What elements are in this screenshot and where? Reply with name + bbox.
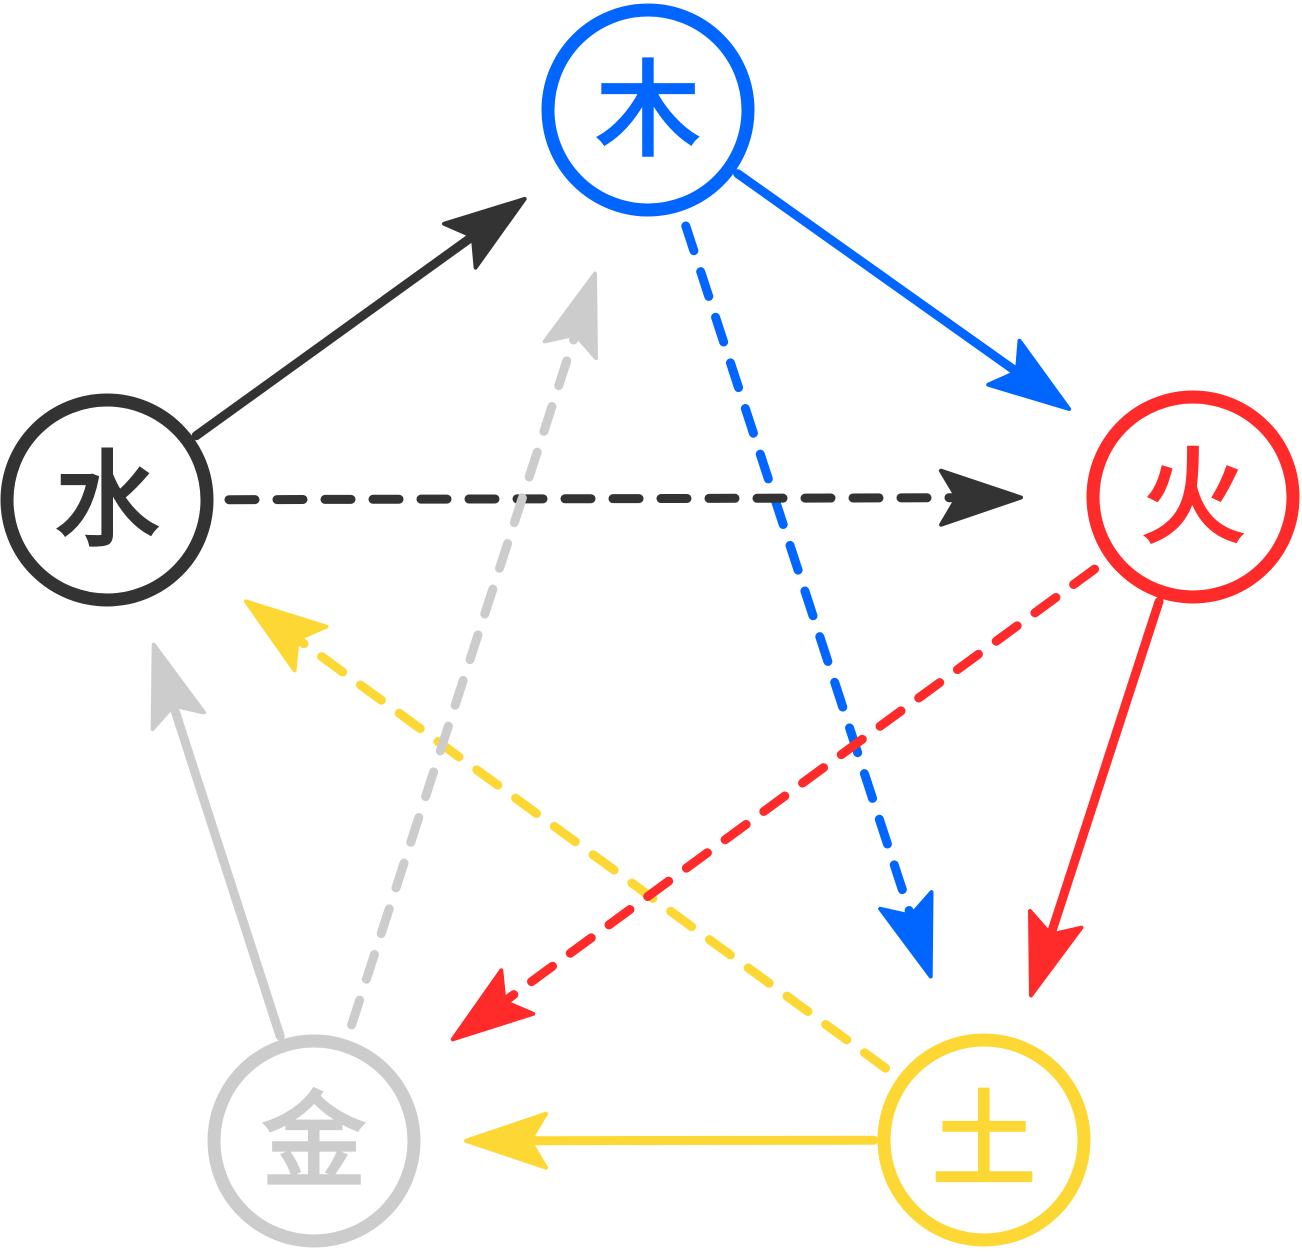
node-metal-glyph: 金 [261, 1080, 367, 1203]
node-wood-ring [541, 3, 755, 217]
edges-layer [150, 169, 1164, 1170]
arrow-metal-wood-shaft [347, 330, 580, 1030]
arrow-wood-fire-head [986, 338, 1072, 411]
arrow-metal-wood-head [542, 271, 598, 361]
arrow-metal-water-head [150, 642, 206, 732]
arrow-fire-earth [1028, 597, 1164, 998]
arrow-metal-water-shaft [168, 701, 285, 1041]
arrow-water-wood-shaft [191, 231, 478, 441]
arrow-wood-earth-shaft [681, 221, 916, 921]
arrow-fire-metal-shaft [499, 564, 1100, 1006]
node-wood: 木 [541, 3, 755, 217]
arrow-metal-water [150, 642, 285, 1041]
node-fire-ring [1086, 390, 1300, 604]
arrow-wood-fire [733, 169, 1072, 411]
arrow-wood-earth [681, 221, 934, 979]
arrow-wood-fire-shaft [733, 169, 1022, 377]
arrow-fire-earth-head [1028, 909, 1084, 998]
arrow-earth-metal [464, 1111, 879, 1170]
node-metal: 金 [207, 1034, 421, 1248]
node-water: 水 [0, 393, 214, 607]
arrow-earth-water-head [243, 599, 329, 673]
arrow-earth-metal-shaft [525, 1135, 879, 1146]
arrow-earth-water [243, 599, 890, 1073]
node-fire-glyph: 火 [1141, 436, 1245, 559]
arrow-water-fire [224, 468, 1023, 527]
arrow-earth-metal-head [464, 1111, 548, 1170]
node-wood-glyph: 木 [596, 49, 700, 172]
arrow-water-fire-head [938, 468, 1023, 527]
node-fire: 火 [1086, 390, 1300, 604]
node-water-glyph: 水 [55, 439, 160, 562]
arrow-fire-metal-head [450, 968, 536, 1042]
arrow-wood-earth-head [878, 890, 934, 979]
arrow-fire-earth-shaft [1046, 597, 1164, 940]
node-earth: 土 [877, 1033, 1091, 1247]
node-earth-glyph: 土 [932, 1079, 1036, 1202]
arrow-earth-water-shaft [293, 634, 890, 1073]
arrow-fire-metal [450, 564, 1100, 1042]
arrow-water-wood-head [442, 196, 527, 270]
arrow-water-fire-shaft [224, 493, 962, 505]
arrow-water-wood [191, 196, 527, 441]
node-earth-ring [877, 1033, 1091, 1247]
node-metal-ring [207, 1034, 421, 1248]
arrow-metal-wood [347, 271, 598, 1030]
node-water-ring [0, 393, 214, 607]
